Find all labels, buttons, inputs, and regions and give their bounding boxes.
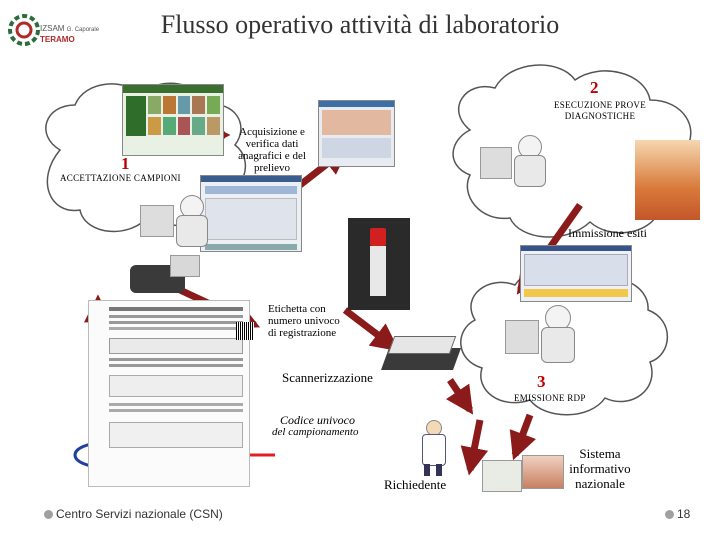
- page-number: 18: [677, 507, 690, 521]
- barcode-label: [236, 322, 254, 340]
- requester-figure: [418, 420, 448, 478]
- codice-univoco-text: Codice univoco del campionamento: [280, 414, 358, 438]
- screenshot-results: [520, 245, 632, 302]
- immissione-text: Immissione esiti: [568, 227, 647, 239]
- operator-2-image: [480, 135, 560, 190]
- scannerizzazione-text: Scannerizzazione: [282, 372, 373, 384]
- arrow-step3-to-sistema: [515, 415, 530, 455]
- acquisizione-line-2: verifica dati: [222, 138, 322, 150]
- scanner-image: [385, 330, 460, 375]
- step1-label: ACCETTAZIONE CAMPIONI: [60, 172, 181, 184]
- screenshot-top-left: [122, 84, 224, 156]
- acquisizione-text: Acquisizione e verifica dati anagrafici …: [222, 126, 322, 174]
- sistema-line-2: informativo: [560, 461, 640, 476]
- acquisizione-line-3: anagrafici e del: [222, 150, 322, 162]
- etichetta-line-3: di registrazione: [268, 327, 368, 339]
- test-tube-image: [348, 218, 410, 310]
- step2-label: ESECUZIONE PROVE DIAGNOSTICHE: [540, 100, 660, 122]
- step2-label-line-1: ESECUZIONE PROVE: [540, 100, 660, 111]
- step1-number: 1: [121, 154, 130, 174]
- sistema-line-1: Sistema: [560, 446, 640, 461]
- page-number-bullet-icon: [665, 510, 674, 519]
- footer-text: Centro Servizi nazionale (CSN): [56, 507, 223, 521]
- codice-line-1: Codice univoco: [280, 414, 358, 426]
- step2-label-line-2: DIAGNOSTICHE: [540, 111, 660, 122]
- sistema-thumbnail-1: [482, 460, 522, 492]
- operator-1-image: [140, 195, 220, 250]
- richiedente-text: Richiedente: [384, 479, 446, 491]
- arrow-scanner-to-step3: [450, 380, 470, 410]
- screenshot-step2: [318, 100, 395, 167]
- sample-document: [88, 300, 250, 487]
- sistema-text: Sistema informativo nazionale: [560, 446, 640, 491]
- step3-label: EMISSIONE RDP: [514, 392, 586, 404]
- step2-number: 2: [590, 78, 599, 98]
- arrow-step3-to-richiedente: [470, 420, 480, 470]
- operator-3-image: [505, 305, 585, 365]
- sistema-thumbnail-2: [522, 455, 564, 489]
- sistema-line-3: nazionale: [560, 476, 640, 491]
- footer-bullet-icon: [44, 510, 53, 519]
- codice-line-2: del campionamento: [272, 426, 358, 438]
- etichetta-line-2: numero univoco: [268, 315, 368, 327]
- etichetta-line-1: Etichetta con: [268, 303, 368, 315]
- step3-number: 3: [537, 372, 546, 392]
- acquisizione-line-4: prelievo: [222, 162, 322, 174]
- label-printer-image: [130, 255, 200, 295]
- etichetta-text: Etichetta con numero univoco di registra…: [268, 303, 368, 339]
- acquisizione-line-1: Acquisizione e: [222, 126, 322, 138]
- lab-image: [635, 140, 700, 220]
